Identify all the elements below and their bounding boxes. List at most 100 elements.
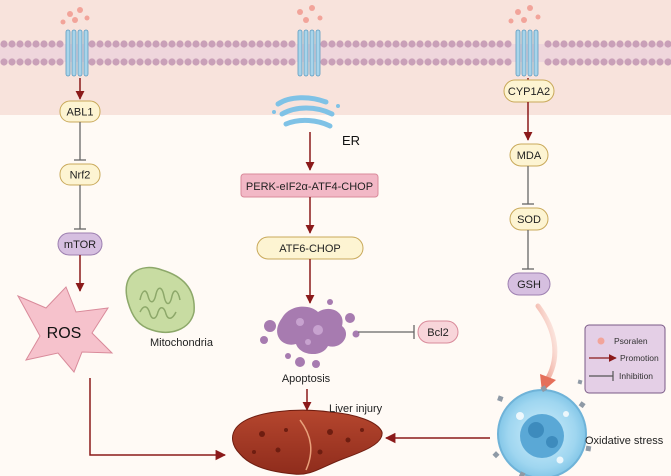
lipid-head bbox=[128, 40, 136, 48]
lipid-head bbox=[432, 40, 440, 48]
lipid-head bbox=[456, 58, 464, 66]
lipid-head bbox=[600, 40, 608, 48]
lipid-head bbox=[264, 58, 272, 66]
lipid-head bbox=[32, 40, 40, 48]
lipid-head bbox=[216, 58, 224, 66]
node-cyp1a2 bbox=[503, 79, 555, 103]
lipid-head bbox=[128, 58, 136, 66]
receptor-left bbox=[65, 29, 89, 77]
arrow-ros-liver bbox=[89, 378, 227, 461]
lipid-head bbox=[504, 40, 512, 48]
lipid-head bbox=[56, 58, 64, 66]
lipid-head bbox=[0, 58, 8, 66]
lipid-head bbox=[280, 40, 288, 48]
lipid-head bbox=[416, 40, 424, 48]
label-mda: MDA bbox=[517, 150, 542, 162]
lipid-head bbox=[104, 40, 112, 48]
lipid-head bbox=[104, 58, 112, 66]
lipid-head bbox=[360, 58, 368, 66]
lipid-head bbox=[624, 58, 632, 66]
lipid-head bbox=[208, 40, 216, 48]
lipid-head bbox=[448, 40, 456, 48]
arrow-gsh-oxidative bbox=[535, 303, 558, 381]
node-bcl2 bbox=[417, 320, 459, 344]
lipid-head bbox=[584, 58, 592, 66]
label-liver-injury: Liver injury bbox=[329, 403, 383, 415]
lipid-head bbox=[576, 40, 584, 48]
lipid-head bbox=[280, 58, 288, 66]
psoralen-molecules bbox=[60, 5, 541, 25]
lipid-head bbox=[408, 58, 416, 66]
lipid-head bbox=[136, 58, 144, 66]
label-mtor: mTOR bbox=[64, 239, 96, 251]
lipid-head bbox=[200, 58, 208, 66]
lipid-head bbox=[288, 40, 296, 48]
lipid-head bbox=[24, 40, 32, 48]
label-ros: ROS bbox=[47, 325, 82, 342]
label-er: ER bbox=[342, 133, 360, 148]
lipid-head bbox=[288, 58, 296, 66]
membrane-lipid-heads-bottom bbox=[0, 58, 671, 66]
lipid-head bbox=[360, 40, 368, 48]
lipid-head bbox=[480, 58, 488, 66]
lipid-head bbox=[176, 40, 184, 48]
lipid-head bbox=[440, 58, 448, 66]
lipid-head bbox=[16, 58, 24, 66]
lipid-head bbox=[560, 40, 568, 48]
lipid-head bbox=[608, 40, 616, 48]
membrane-lipid-heads-top bbox=[0, 40, 671, 48]
lipid-head bbox=[168, 40, 176, 48]
lipid-head bbox=[112, 58, 120, 66]
er-icon bbox=[272, 95, 340, 129]
lipid-head bbox=[352, 40, 360, 48]
node-mda bbox=[509, 143, 549, 167]
lipid-head bbox=[616, 58, 624, 66]
apoptotic-cell-icon bbox=[260, 299, 360, 368]
lipid-head bbox=[504, 58, 512, 66]
lipid-head bbox=[384, 40, 392, 48]
lipid-head bbox=[600, 58, 608, 66]
lipid-head bbox=[616, 40, 624, 48]
lipid-head bbox=[320, 58, 328, 66]
lipid-head bbox=[136, 40, 144, 48]
legend-psoralen-swatch bbox=[597, 337, 605, 345]
lipid-head bbox=[544, 40, 552, 48]
lipid-head bbox=[88, 58, 96, 66]
liver-icon bbox=[232, 409, 383, 475]
lipid-head bbox=[248, 58, 256, 66]
lipid-head bbox=[240, 58, 248, 66]
label-gsh: GSH bbox=[517, 279, 541, 291]
legend-psoralen: Psoralen bbox=[614, 336, 648, 346]
label-bcl2: Bcl2 bbox=[427, 327, 448, 339]
legend-promotion: Promotion bbox=[620, 353, 659, 363]
cell-membrane bbox=[0, 0, 671, 115]
lipid-head bbox=[120, 58, 128, 66]
lipid-head bbox=[272, 58, 280, 66]
lipid-head bbox=[464, 40, 472, 48]
lipid-head bbox=[336, 40, 344, 48]
label-atf6: ATF6-CHOP bbox=[279, 243, 341, 255]
lipid-head bbox=[8, 58, 16, 66]
lipid-head bbox=[392, 58, 400, 66]
lipid-head bbox=[368, 58, 376, 66]
lipid-head bbox=[552, 58, 560, 66]
label-nrf2: Nrf2 bbox=[70, 170, 91, 182]
node-sod bbox=[509, 207, 549, 231]
lipid-head bbox=[400, 58, 408, 66]
mitochondria-icon bbox=[125, 266, 195, 333]
lipid-head bbox=[96, 40, 104, 48]
lipid-head bbox=[88, 40, 96, 48]
lipid-head bbox=[32, 58, 40, 66]
lipid-head bbox=[184, 40, 192, 48]
lipid-head bbox=[432, 58, 440, 66]
lipid-head bbox=[152, 40, 160, 48]
lipid-head bbox=[48, 58, 56, 66]
lipid-head bbox=[232, 40, 240, 48]
lipid-head bbox=[416, 58, 424, 66]
lipid-head bbox=[144, 58, 152, 66]
lipid-head bbox=[424, 58, 432, 66]
label-sod: SOD bbox=[517, 214, 541, 226]
lipid-head bbox=[456, 40, 464, 48]
label-oxidative-stress: Oxidative stress bbox=[585, 435, 664, 447]
